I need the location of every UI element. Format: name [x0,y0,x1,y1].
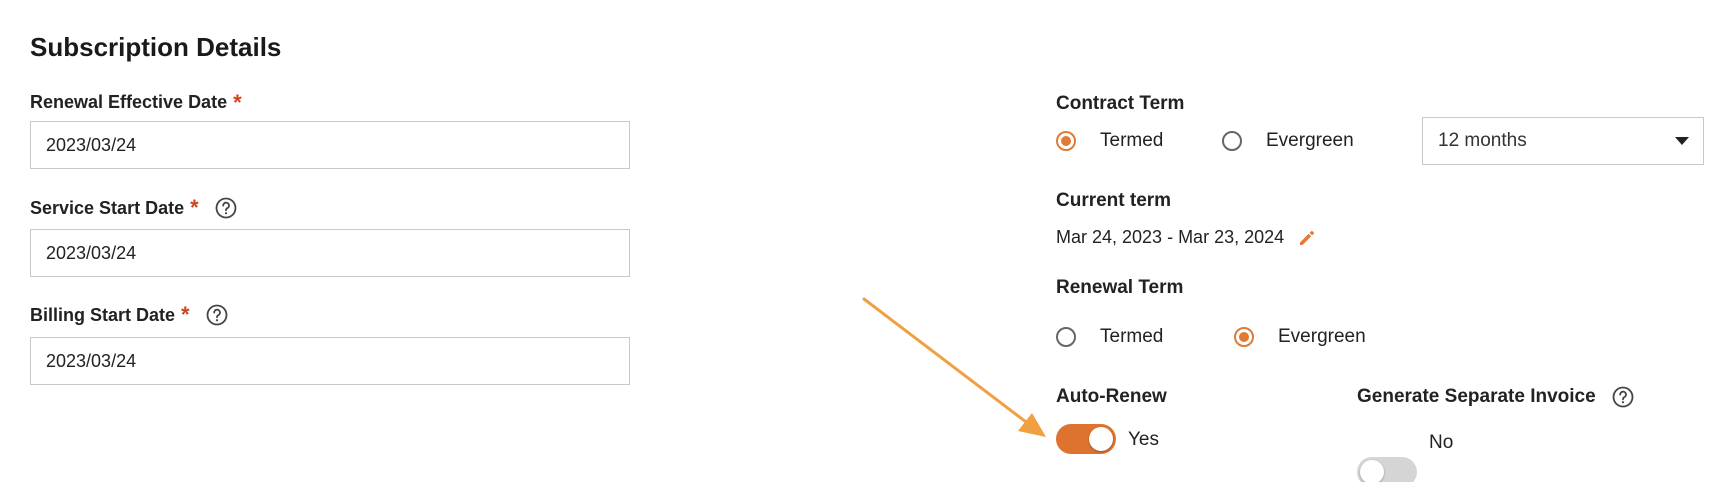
current-term-row: Mar 24, 2023 - Mar 23, 2024 [1056,227,1316,248]
pencil-edit-icon[interactable] [1298,229,1316,247]
current-term-label: Current term [1056,190,1172,211]
contract-term-evergreen-radio[interactable]: Evergreen [1222,130,1354,152]
separate-invoice-state: No [1429,432,1454,453]
help-icon[interactable] [206,304,228,326]
radio-label: Termed [1100,130,1164,151]
radio-unchecked-icon [1056,327,1076,347]
radio-checked-icon [1056,131,1076,151]
auto-renew-state: Yes [1128,429,1159,450]
required-asterisk: * [233,89,242,115]
toggle-knob [1360,460,1384,482]
renewal-term-label: Renewal Term [1056,277,1184,298]
billing-start-date-label: Billing Start Date * [30,304,228,326]
renewal-effective-date-label: Renewal Effective Date * [30,89,242,115]
auto-renew-label: Auto-Renew [1056,386,1167,407]
contract-term-termed-radio[interactable]: Termed [1056,130,1163,152]
billing-start-date-label-text: Billing Start Date [30,304,176,325]
renewal-term-evergreen-radio[interactable]: Evergreen [1234,326,1366,348]
toggle-knob [1089,427,1113,451]
renewal-effective-date-label-text: Renewal Effective Date [30,92,228,112]
service-start-date-input[interactable] [30,229,630,277]
radio-unchecked-icon [1222,131,1242,151]
radio-label: Evergreen [1266,130,1354,151]
section-title: Subscription Details [30,32,282,62]
separate-invoice-toggle[interactable] [1357,457,1417,482]
radio-label: Termed [1100,326,1164,347]
service-start-date-label-text: Service Start Date [30,197,185,218]
help-icon[interactable] [215,197,237,219]
current-term-value: Mar 24, 2023 - Mar 23, 2024 [1056,227,1285,247]
annotation-arrow-icon [862,297,1046,437]
help-icon[interactable] [1612,386,1634,408]
radio-label: Evergreen [1278,326,1366,347]
billing-start-date-input[interactable] [30,337,630,385]
contract-term-label: Contract Term [1056,93,1185,114]
renewal-term-termed-radio[interactable]: Termed [1056,326,1163,348]
caret-down-icon [1675,137,1689,145]
separate-invoice-label: Generate Separate Invoice [1357,386,1634,408]
contract-duration-value: 12 months [1438,130,1527,151]
radio-checked-icon [1234,327,1254,347]
separate-invoice-label-text: Generate Separate Invoice [1357,386,1596,407]
renewal-effective-date-input[interactable] [30,121,630,169]
required-asterisk: * [181,302,190,327]
required-asterisk: * [190,195,199,220]
auto-renew-toggle[interactable] [1056,424,1116,454]
contract-duration-select[interactable]: 12 months [1422,117,1704,165]
service-start-date-label: Service Start Date * [30,197,237,219]
